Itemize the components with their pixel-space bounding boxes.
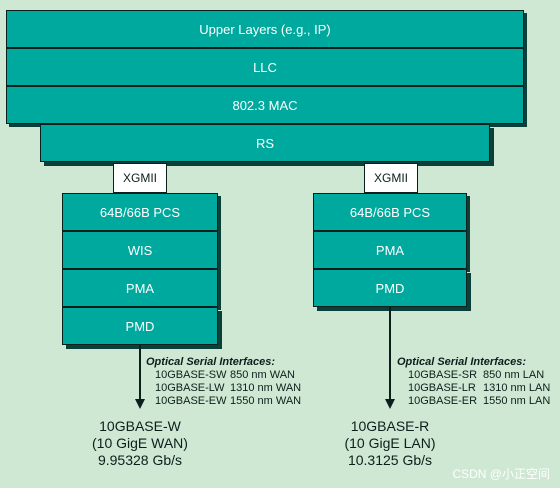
right-interface-spec: 850 nm LAN <box>483 369 545 381</box>
right-interface-row: 10GBASE-LR 1310 nm LAN <box>408 382 550 394</box>
mac-label: 802.3 MAC <box>232 97 298 113</box>
right-arrow-head-icon <box>385 399 395 409</box>
left-interface-name: 10GBASE-LW <box>155 382 225 394</box>
left-pma-label: PMA <box>125 280 155 296</box>
right-result-type: (10 GigE LAN) <box>344 435 436 451</box>
left-result: 10GBASE-W (10 GigE WAN) 9.95328 Gb/s <box>70 418 210 469</box>
watermark: CSDN @小正空间 <box>452 467 550 481</box>
left-interface-spec: 1550 nm WAN <box>230 395 302 407</box>
left-interface-spec: 1310 nm WAN <box>230 382 302 394</box>
right-arrow-line <box>389 307 391 401</box>
llc-box: LLC <box>6 48 524 86</box>
right-xgmii-label: XGMII <box>373 171 408 185</box>
left-pmd-label: PMD <box>125 318 155 334</box>
left-wis-box: WIS <box>62 231 218 269</box>
right-xgmii-box: XGMII <box>364 163 418 193</box>
right-interfaces-title: Optical Serial Interfaces: <box>397 356 526 368</box>
left-interface-spec: 850 nm WAN <box>230 369 296 381</box>
right-result-rate: 10.3125 Gb/s <box>347 452 433 468</box>
llc-label: LLC <box>253 59 277 75</box>
right-pcs-label: 64B/66B PCS <box>349 204 431 220</box>
left-pcs-box: 64B/66B PCS <box>62 193 218 231</box>
left-result-type: (10 GigE WAN) <box>92 435 188 451</box>
rs-box: RS <box>40 124 490 162</box>
left-interfaces-title: Optical Serial Interfaces: <box>146 356 275 368</box>
right-interface-spec: 1550 nm LAN <box>483 395 551 407</box>
left-pcs-label: 64B/66B PCS <box>99 204 181 220</box>
upper-layers-box: Upper Layers (e.g., IP) <box>6 10 524 48</box>
left-pmd-box: PMD <box>62 307 218 345</box>
left-wis-label: WIS <box>127 242 153 258</box>
right-pcs-box: 64B/66B PCS <box>313 193 467 231</box>
left-interface-name: 10GBASE-SW <box>155 369 227 381</box>
right-interface-row: 10GBASE-SR 850 nm LAN <box>408 369 544 381</box>
left-xgmii-label: XGMII <box>122 171 157 185</box>
right-result: 10GBASE-R (10 GigE LAN) 10.3125 Gb/s <box>320 418 460 469</box>
upper-layers-label: Upper Layers (e.g., IP) <box>199 21 331 37</box>
left-interface-name: 10GBASE-EW <box>155 395 227 407</box>
rs-label: RS <box>255 135 275 151</box>
left-interface-row: 10GBASE-EW 1550 nm WAN <box>155 395 301 407</box>
right-result-name: 10GBASE-R <box>350 418 430 434</box>
left-pma-box: PMA <box>62 269 218 307</box>
left-interface-row: 10GBASE-LW 1310 nm WAN <box>155 382 301 394</box>
right-interface-row: 10GBASE-ER 1550 nm LAN <box>408 395 550 407</box>
right-interface-spec: 1310 nm LAN <box>483 382 551 394</box>
left-arrow-line <box>139 345 141 401</box>
right-pma-label: PMA <box>375 242 405 258</box>
left-arrow-head-icon <box>135 399 145 409</box>
left-interface-row: 10GBASE-SW 850 nm WAN <box>155 369 295 381</box>
right-interface-name: 10GBASE-SR <box>408 369 478 381</box>
right-pmd-box: PMD <box>313 269 467 307</box>
right-interface-name: 10GBASE-LR <box>408 382 476 394</box>
left-result-name: 10GBASE-W <box>99 418 181 434</box>
left-xgmii-box: XGMII <box>113 163 167 193</box>
left-result-rate: 9.95328 Gb/s <box>97 452 183 468</box>
right-interface-name: 10GBASE-ER <box>408 395 478 407</box>
right-pmd-label: PMD <box>375 280 405 296</box>
right-pma-box: PMA <box>313 231 467 269</box>
mac-box: 802.3 MAC <box>6 86 524 124</box>
